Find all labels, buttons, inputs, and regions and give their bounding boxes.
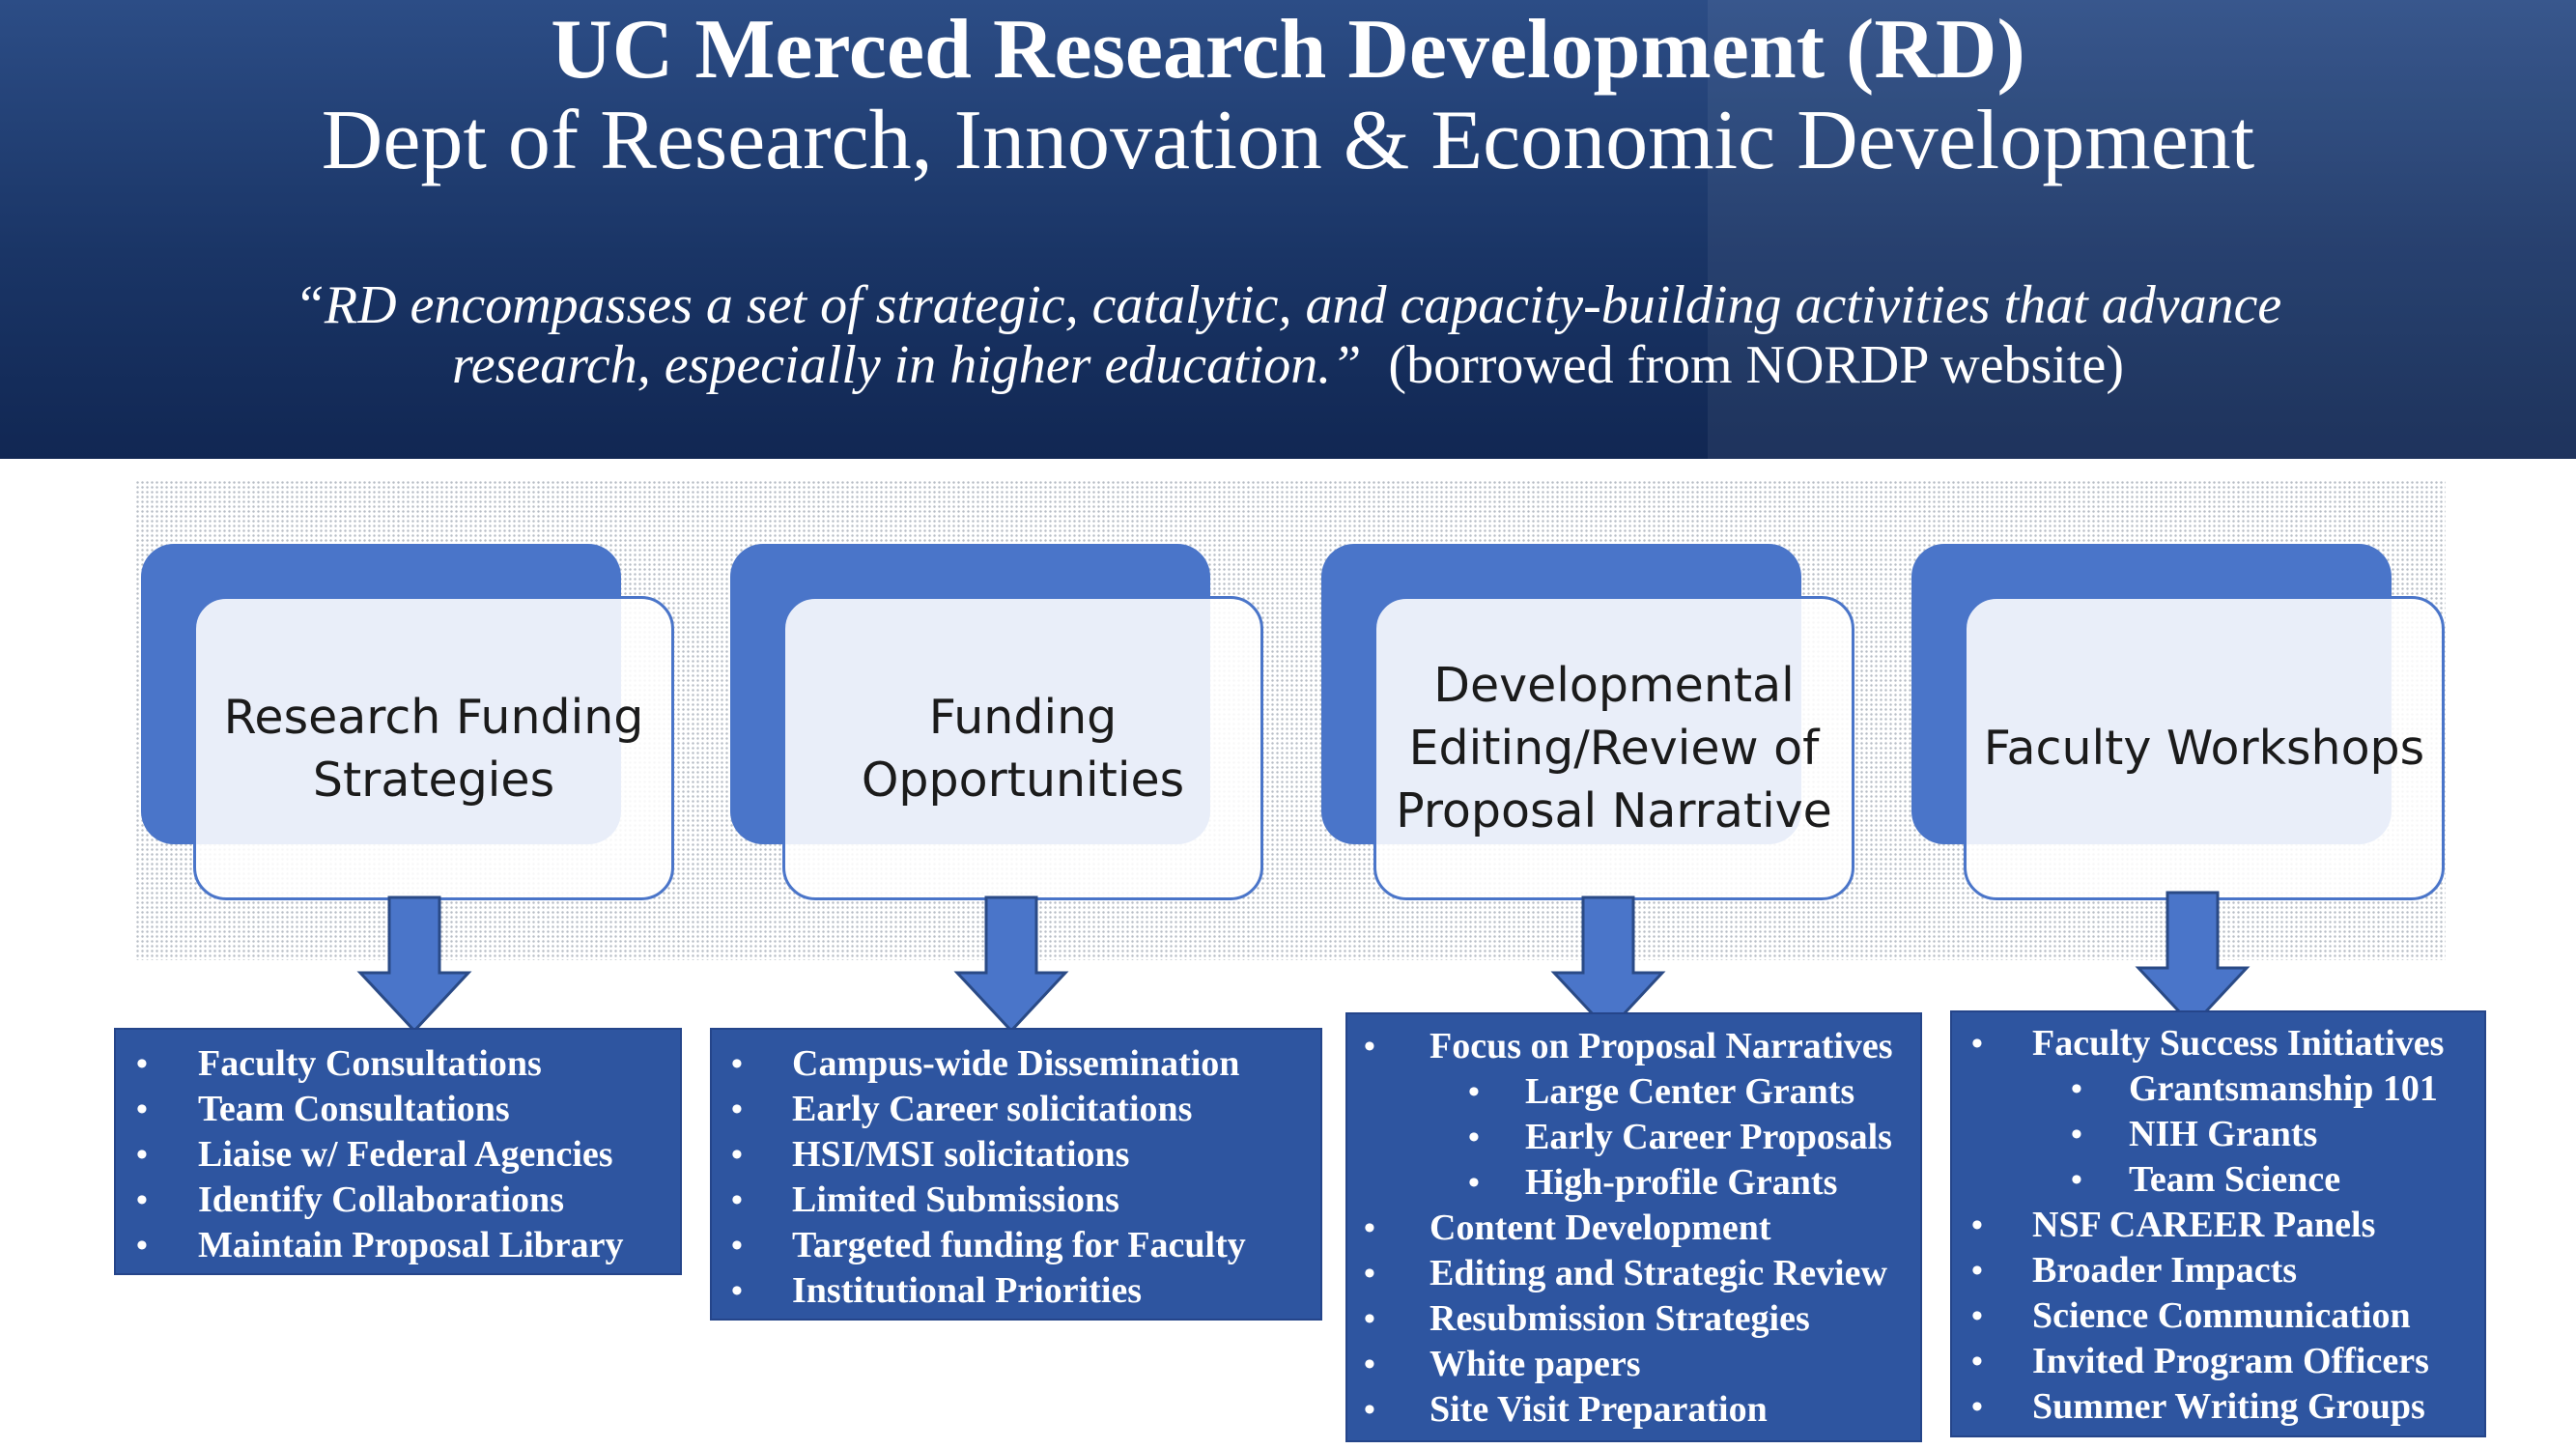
list-item: •Identify Collaborations xyxy=(136,1179,564,1220)
list-item: •Summer Writing Groups xyxy=(1971,1386,2425,1427)
list-item: •NIH Grants xyxy=(2071,1114,2318,1154)
category-box-funding-opportunities: Funding Opportunities xyxy=(782,596,1263,900)
list-item: •High-profile Grants xyxy=(1468,1162,1838,1203)
list-item: •Campus-wide Dissemination xyxy=(731,1043,1240,1084)
quote-line-2: research, especially in higher education… xyxy=(452,335,1362,395)
down-arrow-icon xyxy=(356,895,472,1034)
quote-source: (borrowed from NORDP website) xyxy=(1388,335,2124,395)
header-right-panel xyxy=(1708,0,2576,459)
quote-line-1: “RD encompasses a set of strategic, cata… xyxy=(294,275,2282,335)
list-box-faculty-workshops: •Faculty Success Initiatives •Grantsmans… xyxy=(1950,1010,2486,1437)
list-item: •HSI/MSI solicitations xyxy=(731,1134,1130,1175)
down-arrow-icon xyxy=(1550,895,1666,1034)
down-arrow-icon xyxy=(953,895,1069,1034)
list-item: •Faculty Consultations xyxy=(136,1043,542,1084)
list-item: •Limited Submissions xyxy=(731,1179,1119,1220)
page-title: UC Merced Research Development (RD) xyxy=(551,3,2025,97)
list-item: •Focus on Proposal Narratives xyxy=(1364,1026,1893,1066)
list-item: •White papers xyxy=(1364,1344,1641,1384)
list-item: •Maintain Proposal Library xyxy=(136,1225,624,1265)
list-item: •Targeted funding for Faculty xyxy=(731,1225,1246,1265)
list-item: •Broader Impacts xyxy=(1971,1250,2298,1291)
category-label: Developmental Editing/Review of Proposal… xyxy=(1396,658,1832,838)
category-label: Research Funding Strategies xyxy=(223,689,644,808)
list-item: •Grantsmanship 101 xyxy=(2071,1068,2438,1109)
list-item: •Institutional Priorities xyxy=(731,1270,1143,1311)
list-item: •Invited Program Officers xyxy=(1971,1341,2429,1381)
list-item: •Early Career Proposals xyxy=(1468,1117,1892,1157)
down-arrow-icon xyxy=(2135,891,2250,1029)
list-box-funding-opportunities: •Campus-wide Dissemination •Early Career… xyxy=(710,1028,1322,1321)
list-box-developmental-editing: •Focus on Proposal Narratives •Large Cen… xyxy=(1345,1012,1922,1442)
list-item: •Team Science xyxy=(2071,1159,2341,1200)
category-box-research-funding-strategies: Research Funding Strategies xyxy=(193,596,674,900)
list-item: •Site Visit Preparation xyxy=(1364,1389,1768,1430)
list-item: •Team Consultations xyxy=(136,1089,510,1129)
category-box-developmental-editing: Developmental Editing/Review of Proposal… xyxy=(1373,596,1854,900)
header-banner: UC Merced Research Development (RD) Dept… xyxy=(0,0,2576,459)
list-item: •Science Communication xyxy=(1971,1295,2411,1336)
category-box-faculty-workshops: Faculty Workshops xyxy=(1964,596,2445,900)
list-item: •Faculty Success Initiatives xyxy=(1971,1023,2445,1064)
category-label: Faculty Workshops xyxy=(1983,721,2425,776)
list-item: •NSF CAREER Panels xyxy=(1971,1205,2376,1245)
page-subtitle: Dept of Research, Innovation & Economic … xyxy=(321,94,2255,187)
list-item: •Early Career solicitations xyxy=(731,1089,1193,1129)
list-item: •Content Development xyxy=(1364,1208,1771,1248)
list-item: •Liaise w/ Federal Agencies xyxy=(136,1134,613,1175)
list-item: •Editing and Strategic Review xyxy=(1364,1253,1887,1293)
category-label: Funding Opportunities xyxy=(861,689,1185,808)
list-item: •Resubmission Strategies xyxy=(1364,1298,1810,1339)
list-item: •Large Center Grants xyxy=(1468,1071,1855,1112)
header-quote: “RD encompasses a set of strategic, cata… xyxy=(0,275,2576,395)
list-box-research-funding-strategies: •Faculty Consultations •Team Consultatio… xyxy=(114,1028,682,1275)
